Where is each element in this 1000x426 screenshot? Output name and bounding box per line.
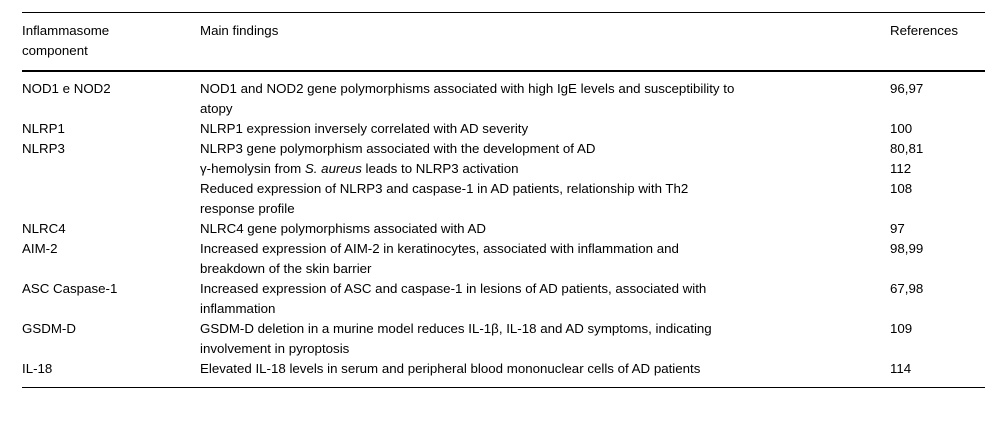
finding-line: Increased expression of ASC and caspase-…: [200, 281, 707, 296]
reference-entry: 98,99: [890, 241, 924, 256]
cell-references: 96,97: [890, 71, 985, 119]
cell-main-findings: NLRP3 gene polymorphism associated with …: [200, 139, 890, 219]
cell-references: 98,99: [890, 239, 985, 279]
finding-line: NLRC4 gene polymorphisms associated with…: [200, 221, 487, 236]
cell-inflammasome-component: GSDM-D: [22, 321, 76, 336]
table-row: NLRP1 NLRP1 expression inversely correlat…: [22, 119, 985, 139]
column-header-findings-label: Main findings: [200, 23, 279, 38]
cell-main-findings: Elevated IL-18 levels in serum and perip…: [200, 359, 890, 388]
reference-entry: 100: [890, 121, 913, 136]
cell-inflammasome-component: NLRP1: [22, 121, 65, 136]
reference-entry: 80,81: [890, 141, 924, 156]
reference-entry: 109: [890, 321, 913, 336]
finding-line: breakdown of the skin barrier: [200, 261, 372, 276]
column-header-references-label: References: [890, 23, 958, 38]
table-row: NLRP3 NLRP3 gene polymorphism associated …: [22, 139, 985, 219]
cell-main-findings: Increased expression of ASC and caspase-…: [200, 279, 890, 319]
cell-inflammasome-component: NLRC4: [22, 221, 66, 236]
table-header: Inflammasome component Main findings Ref…: [22, 12, 985, 72]
column-header-references: References: [890, 12, 985, 72]
cell-main-findings: NOD1 and NOD2 gene polymorphisms associa…: [200, 71, 890, 119]
cell-inflammasome-component: AIM-2: [22, 241, 58, 256]
cell-inflammasome-component: NOD1 e NOD2: [22, 81, 111, 96]
table-header-row: Inflammasome component Main findings Ref…: [22, 12, 985, 72]
reference-entry: 67,98: [890, 281, 924, 296]
finding-line: Reduced expression of NLRP3 and caspase-…: [200, 181, 689, 196]
reference-entry: 96,97: [890, 81, 924, 96]
finding-line: NOD1 and NOD2 gene polymorphisms associa…: [200, 81, 735, 96]
cell-references: 80,81 112 108: [890, 139, 985, 219]
table-row: NOD1 e NOD2 NOD1 and NOD2 gene polymorphi…: [22, 71, 985, 119]
finding-line: Increased expression of AIM-2 in keratin…: [200, 241, 679, 256]
cell-references: 67,98: [890, 279, 985, 319]
cell-main-findings: Increased expression of AIM-2 in keratin…: [200, 239, 890, 279]
table-row: GSDM-D GSDM-D deletion in a murine model …: [22, 319, 985, 359]
cell-references: 109: [890, 319, 985, 359]
cell-references: 97: [890, 219, 985, 239]
finding-line: NLRP1 expression inversely correlated wi…: [200, 121, 529, 136]
finding-line: Elevated IL-18 levels in serum and perip…: [200, 361, 701, 376]
finding-line: atopy: [200, 101, 233, 116]
finding-line: response profile: [200, 201, 295, 216]
cell-main-findings: GSDM-D deletion in a murine model reduce…: [200, 319, 890, 359]
cell-references: 100: [890, 119, 985, 139]
table-row: AIM-2 Increased expression of AIM-2 in ke…: [22, 239, 985, 279]
cell-inflammasome-component: IL-18: [22, 359, 200, 388]
finding-line: inflammation: [200, 301, 276, 316]
cell-references: 114: [890, 359, 985, 388]
reference-entry: 108: [890, 181, 913, 196]
cell-main-findings: NLRP1 expression inversely correlated wi…: [200, 119, 890, 139]
finding-line: involvement in pyroptosis: [200, 341, 350, 356]
finding-line: NLRP3 gene polymorphism associated with …: [200, 141, 596, 156]
column-header-component-line1: Inflammasome: [22, 23, 110, 38]
species-name: S. aureus: [304, 161, 362, 176]
table-row: ASC Caspase-1 Increased expression of ASC…: [22, 279, 985, 319]
cell-inflammasome-component: NLRP3: [22, 141, 65, 156]
table-row: NLRC4 NLRC4 gene polymorphisms associated…: [22, 219, 985, 239]
finding-line: GSDM-D deletion in a murine model reduce…: [200, 321, 712, 336]
finding-line: γ-hemolysin from S. aureus leads to NLRP…: [200, 161, 519, 176]
reference-entry: 112: [890, 161, 912, 176]
cell-main-findings: NLRC4 gene polymorphisms associated with…: [200, 219, 890, 239]
reference-entry: 114: [890, 361, 912, 376]
cell-inflammasome-component: ASC Caspase-1: [22, 281, 118, 296]
column-header-findings: Main findings: [200, 12, 890, 72]
inflammasome-findings-table: Inflammasome component Main findings Ref…: [22, 12, 985, 388]
reference-entry: 97: [890, 221, 905, 236]
column-header-component: Inflammasome component: [22, 12, 200, 72]
table-body: NOD1 e NOD2 NOD1 and NOD2 gene polymorphi…: [22, 71, 985, 388]
column-header-component-line2: component: [22, 43, 88, 58]
